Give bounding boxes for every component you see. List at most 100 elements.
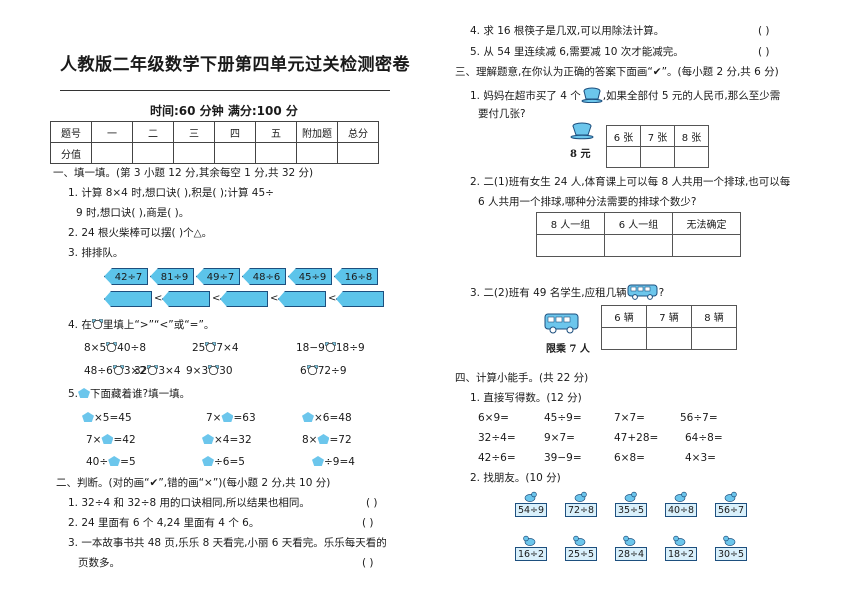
pentagon-icon[interactable] (317, 434, 330, 444)
calc-item[interactable]: 64÷8= (685, 432, 723, 444)
option-label: 8 人一组 (536, 212, 605, 235)
s3-q3-text: 3. 二(2)班有 49 名学生,应租几辆 (470, 287, 627, 299)
s2-q3-line2: 页数多。 (78, 557, 120, 569)
friend-card-top[interactable]: 35÷5 (615, 503, 647, 517)
friend-card-bottom[interactable]: 30÷5 (715, 547, 747, 561)
compare-left: 48÷6 (84, 365, 113, 377)
friend-card-bottom[interactable]: 28÷4 (615, 547, 647, 561)
answer-tag[interactable] (278, 291, 326, 307)
monkey-face-icon[interactable] (147, 365, 159, 375)
pentagon-icon[interactable] (82, 412, 94, 422)
answer-paren[interactable]: ( ) (362, 557, 374, 569)
less-than-sign: < (154, 293, 163, 304)
pentagon-icon[interactable] (312, 456, 324, 466)
s4-q1: 1. 直接写得数。(12 分) (470, 392, 582, 404)
calc-item[interactable]: 6×8= (614, 452, 645, 464)
score-cell[interactable] (255, 142, 297, 164)
monkey-face-icon[interactable] (208, 365, 220, 375)
options-table-3: 6 辆 7 辆 8 辆 (601, 305, 737, 350)
answer-tag[interactable] (336, 291, 384, 307)
calc-item[interactable]: 32÷4= (478, 432, 516, 444)
option-check-cell[interactable] (604, 234, 673, 257)
pentagon-icon[interactable] (302, 412, 314, 422)
time-score: 时间:60 分钟 满分:100 分 (150, 104, 298, 118)
score-cell[interactable] (132, 142, 174, 164)
pentagon-icon[interactable] (108, 456, 121, 466)
s2-q5: 5. 从 54 里连续减 6,需要减 10 次才能减完。 (470, 46, 684, 58)
answer-tag[interactable] (162, 291, 210, 307)
score-cell[interactable] (91, 142, 133, 164)
calc-item[interactable]: 6×9= (478, 412, 509, 424)
answer-tag[interactable] (220, 291, 268, 307)
s4-q2: 2. 找朋友。(10 分) (470, 472, 561, 484)
price-label: 8 元 (570, 149, 591, 160)
score-table: 题号 一 二 三 四 五 附加题 总分 分值 (50, 121, 379, 164)
s1-q4-lead: 4. 在 (68, 319, 92, 331)
score-cell[interactable] (337, 142, 379, 164)
limit-label: 限乘 7 人 (546, 344, 590, 355)
answer-paren[interactable]: ( ) (366, 497, 378, 509)
friend-card-top[interactable]: 54÷9 (515, 503, 547, 517)
answer-paren[interactable]: ( ) (758, 46, 770, 58)
friend-card-top[interactable]: 72÷8 (565, 503, 597, 517)
pentagon-icon[interactable] (221, 412, 234, 422)
score-cell[interactable] (173, 142, 215, 164)
option-check-cell[interactable] (601, 327, 647, 350)
monkey-face-icon[interactable] (324, 342, 336, 352)
option-check-cell[interactable] (672, 234, 741, 257)
option-check-cell[interactable] (674, 146, 709, 168)
s3-q2-line2: 6 人共用一个排球,哪种分法需要的排球个数少? (478, 196, 697, 208)
hidden-post: =42 (113, 434, 136, 446)
compare-right: 72÷9 (317, 365, 347, 377)
calc-item[interactable]: 39−9= (544, 452, 582, 464)
monkey-face-icon[interactable] (306, 365, 318, 375)
pentagon-icon[interactable] (202, 434, 214, 444)
hidden-item: ×6=48 (302, 411, 352, 425)
friend-card-top[interactable]: 40÷8 (665, 503, 697, 517)
animal-icon (673, 535, 686, 546)
calc-item[interactable]: 4×3= (685, 452, 716, 464)
friend-card-top[interactable]: 56÷7 (715, 503, 747, 517)
arrange-tag-1: 81÷9 (150, 268, 194, 285)
pentagon-icon[interactable] (202, 456, 214, 466)
score-cell[interactable] (296, 142, 338, 164)
s2-q3-line1: 3. 一本故事书共 48 页,乐乐 8 天看完,小丽 6 天看完。乐乐每天看的 (68, 537, 387, 549)
calc-item[interactable]: 42÷6= (478, 452, 516, 464)
calc-item[interactable]: 7×7= (614, 412, 645, 424)
option-label: 6 人一组 (604, 212, 673, 235)
score-head-7: 总分 (337, 121, 379, 143)
option-check-cell[interactable] (536, 234, 605, 257)
score-cell[interactable] (214, 142, 256, 164)
section4-heading: 四、计算小能手。(共 22 分) (455, 372, 589, 384)
calc-item[interactable]: 45÷9= (544, 412, 582, 424)
calc-item[interactable]: 56÷7= (680, 412, 718, 424)
option-label: 无法确定 (672, 212, 741, 235)
answer-tag[interactable] (104, 291, 152, 307)
bus-icon (544, 313, 579, 334)
option-check-cell[interactable] (606, 146, 641, 168)
answer-paren[interactable]: ( ) (758, 25, 770, 37)
arrange-tag-4: 45÷9 (288, 268, 332, 285)
monkey-face-icon[interactable] (106, 342, 118, 352)
hidden-post: ÷6=5 (214, 456, 245, 468)
score-row-label: 分值 (50, 142, 92, 164)
friend-card-bottom[interactable]: 18÷2 (665, 547, 697, 561)
calc-item[interactable]: 9×7= (544, 432, 575, 444)
compare-right: 3×2 (123, 365, 147, 377)
answer-paren[interactable]: ( ) (362, 517, 374, 529)
pentagon-icon[interactable] (101, 434, 114, 444)
hidden-item: 8×=72 (302, 433, 352, 447)
option-check-cell[interactable] (646, 327, 692, 350)
friend-card-bottom[interactable]: 16÷2 (515, 547, 547, 561)
calc-item[interactable]: 47+28= (614, 432, 659, 444)
monkey-face-icon[interactable] (112, 365, 124, 375)
monkey-face-icon[interactable] (205, 342, 217, 352)
option-check-cell[interactable] (640, 146, 675, 168)
score-head-3: 三 (173, 121, 215, 143)
s3-q2-line1: 2. 二(1)班有女生 24 人,体育课上可以每 8 人共用一个排球,也可以每 (470, 176, 791, 188)
option-check-cell[interactable] (691, 327, 737, 350)
friend-card-bottom[interactable]: 25÷5 (565, 547, 597, 561)
s2-q4: 4. 求 16 根筷子是几双,可以用除法计算。 (470, 25, 665, 37)
compare-right: 18÷9 (335, 342, 365, 354)
